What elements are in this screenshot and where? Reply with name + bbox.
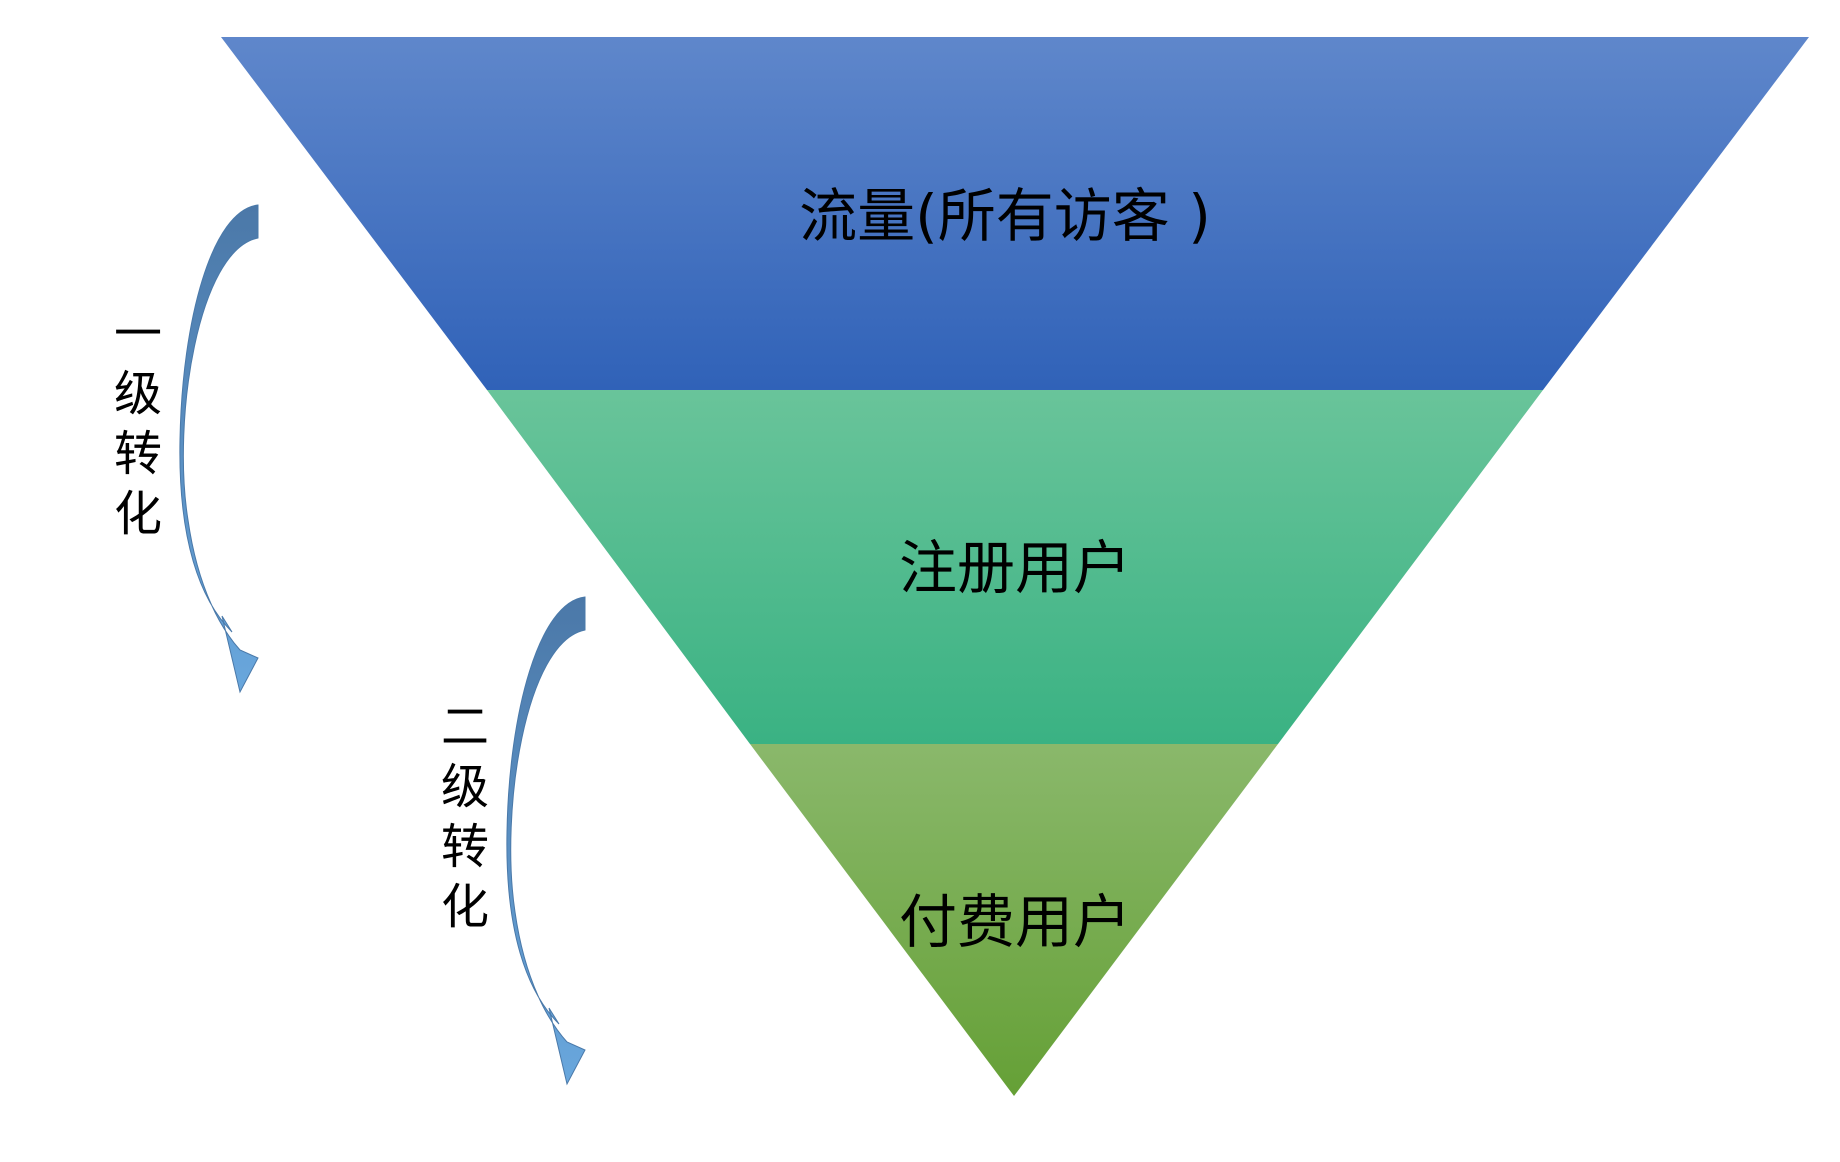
conversion-label-1-text: 一级转化 [113,306,162,542]
conversion-label-2: 二级转化 [430,697,500,937]
conversion-arrow-2 [506,596,586,1086]
stage-label-paying: 付费用户 [899,888,1131,956]
conversion-label-1: 一级转化 [103,304,173,544]
funnel-stage-paying [750,744,1278,1096]
stage-label-registered: 注册用户 [899,534,1131,602]
conversion-arrow-1 [179,204,259,694]
conversion-label-2-text: 二级转化 [440,699,489,935]
funnel-stage-traffic [221,37,1809,390]
stage-label-traffic: 流量(所有访客 ) [799,182,1211,250]
funnel-stage-registered [487,390,1543,744]
